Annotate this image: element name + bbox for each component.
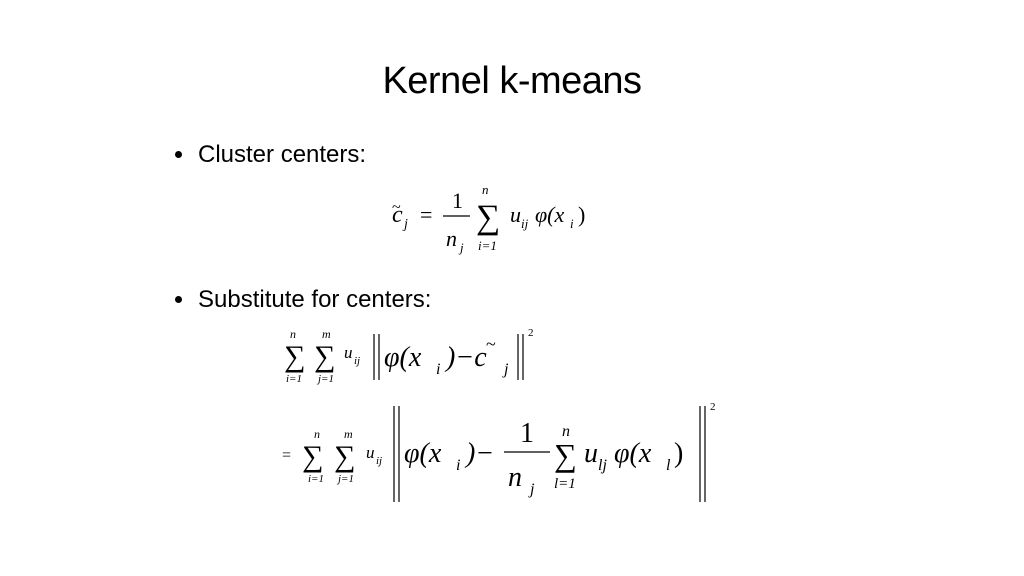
phi-expression: φ(x — [404, 438, 442, 469]
fraction-denominator-subscript: j — [458, 240, 464, 255]
sum1-lower-limit: i=1 — [308, 473, 324, 485]
slide-title: Kernel k-means — [382, 60, 642, 102]
closing-paren: ) — [578, 202, 585, 227]
sum2-symbol: ∑ — [334, 440, 355, 473]
sum2-upper-limit: m — [344, 427, 353, 441]
tilde-mark: ~ — [486, 334, 496, 354]
fraction-numerator: 1 — [520, 418, 534, 449]
sum2-lower-limit: j=1 — [336, 473, 354, 485]
minus-c-expression: )−c — [444, 342, 487, 373]
sum1-symbol: ∑ — [284, 340, 305, 373]
equals-sign: = — [282, 447, 291, 464]
fraction-numerator: 1 — [452, 188, 463, 213]
u-symbol: u — [344, 343, 353, 362]
fraction-denominator: n — [508, 462, 522, 493]
phi-subscript: i — [570, 216, 574, 231]
u-subscript: ij — [376, 455, 382, 467]
sum1-upper-limit: n — [290, 327, 296, 341]
bullet-dot — [175, 151, 182, 159]
u-subscript: ij — [521, 216, 529, 231]
sum3-lower-limit: l=1 — [554, 476, 576, 492]
bullet-label: Substitute for centers: — [198, 286, 432, 313]
objective-equation: n ∑ i=1 m ∑ j=1 u ij φ(x i )−c ~ j 2 — [284, 327, 534, 385]
closing-paren: ) — [674, 438, 683, 469]
bullet-dot — [175, 296, 182, 304]
minus-expression: )− — [464, 438, 494, 469]
fraction-denominator: n — [446, 226, 457, 251]
u2-symbol: u — [584, 438, 598, 469]
sum-upper-limit: n — [482, 182, 489, 197]
bullet-substitute-centers: Substitute for centers: — [175, 286, 431, 314]
phi2-expression: φ(x — [614, 438, 652, 469]
phi-expression: φ(x — [535, 202, 564, 227]
bullet-cluster-centers: Cluster centers: — [175, 141, 366, 169]
tilde-mark: ~ — [392, 199, 401, 216]
phi2-subscript: l — [666, 457, 671, 474]
c-symbol: c — [392, 202, 403, 228]
sum1-upper-limit: n — [314, 427, 320, 441]
u-symbol: u — [366, 443, 375, 462]
equals-sign: = — [420, 202, 432, 227]
sum-lower-limit: i=1 — [478, 238, 497, 253]
sum2-lower-limit: j=1 — [316, 373, 334, 385]
u2-subscript: lj — [598, 457, 607, 474]
phi-expression: φ(x — [384, 342, 422, 373]
bullet-label: Cluster centers: — [198, 141, 367, 168]
cluster-center-equation: ~ c j = 1 n j n ∑ i=1 u ij φ(x i ) — [392, 182, 585, 255]
power-two: 2 — [528, 327, 534, 339]
sum2-upper-limit: m — [322, 327, 331, 341]
c-subscript: j — [502, 361, 509, 378]
fraction-denominator-subscript: j — [528, 481, 535, 498]
expanded-equation: = n ∑ i=1 m ∑ j=1 u ij φ(x i )− 1 n j n … — [282, 401, 716, 502]
power-two: 2 — [710, 401, 716, 413]
sum1-symbol: ∑ — [302, 440, 323, 473]
phi-subscript: i — [456, 457, 460, 474]
u-subscript: ij — [354, 355, 360, 367]
phi-subscript: i — [436, 361, 440, 378]
sum3-symbol: ∑ — [554, 437, 577, 473]
sum-symbol: ∑ — [476, 199, 500, 236]
sum2-symbol: ∑ — [314, 340, 335, 373]
sum3-upper-limit: n — [562, 423, 570, 440]
sum1-lower-limit: i=1 — [286, 373, 302, 385]
u-symbol: u — [510, 202, 521, 227]
c-subscript: j — [402, 217, 408, 232]
